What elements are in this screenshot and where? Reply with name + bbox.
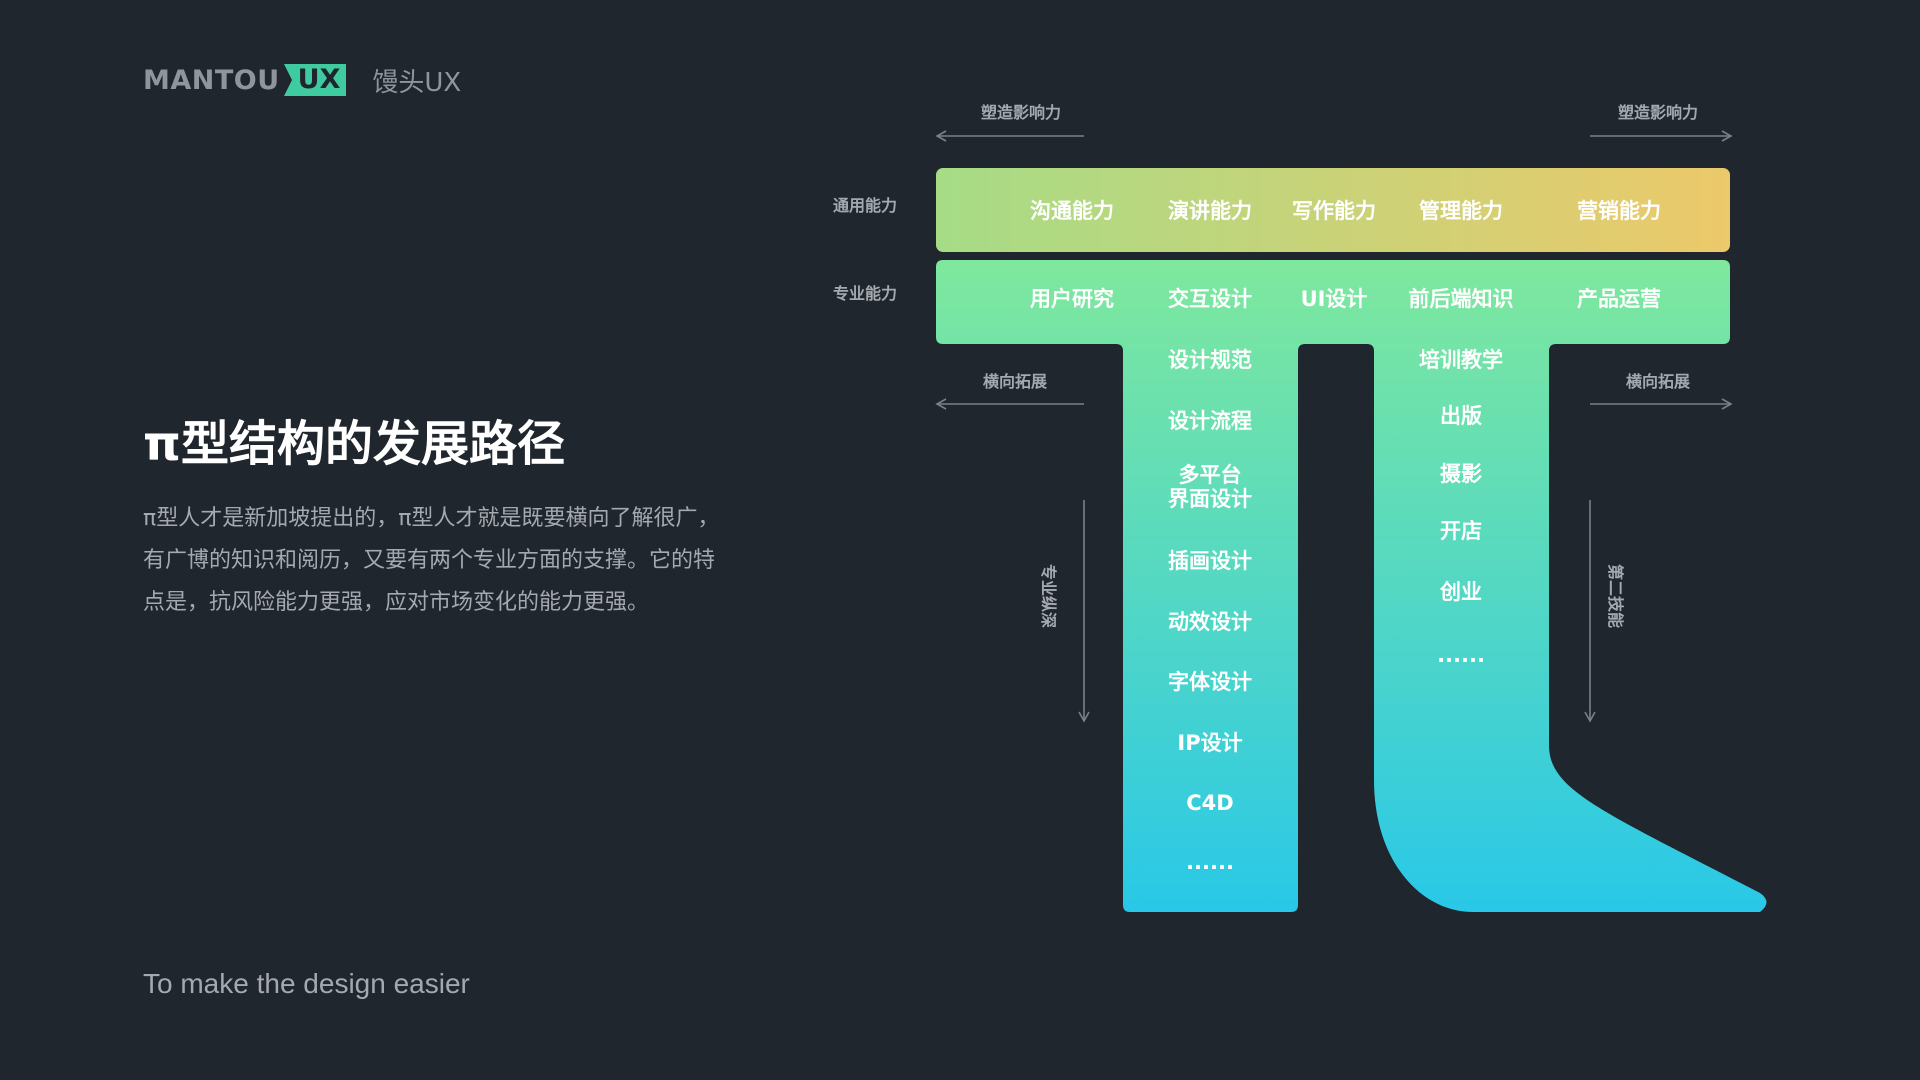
footer-slogan: To make the design easier	[143, 968, 470, 999]
pi-body-shape	[936, 260, 1767, 912]
professional-skill: 前后端知识	[1409, 287, 1514, 311]
brand-cn-name: 馒头UX	[372, 67, 462, 98]
left-leg-item: 多平台界面设计	[1168, 463, 1252, 511]
professional-skill: 产品运营	[1577, 287, 1661, 311]
brand-name: MANTOU	[143, 64, 280, 96]
right-leg-items: 培训教学出版摄影开店创业......	[1419, 348, 1503, 667]
row-label-general: 通用能力	[833, 196, 897, 215]
general-skills-bar	[936, 168, 1730, 252]
left-leg-item: 设计规范	[1168, 348, 1252, 372]
caption-mid-right: 横向拓展	[1626, 372, 1691, 391]
right-leg-item: 出版	[1440, 404, 1482, 428]
right-leg-item: 摄影	[1440, 462, 1482, 486]
left-leg-item: 设计流程	[1168, 409, 1252, 433]
page-description: π型人才是新加坡提出的，π型人才就是既要横向了解很广，有广博的知识和阅历，又要有…	[143, 506, 720, 615]
row-label-professional: 专业能力	[833, 284, 897, 303]
general-skill: 沟通能力	[1030, 199, 1114, 223]
professional-skill: 交互设计	[1168, 287, 1252, 311]
caption-top-left: 塑造影响力	[981, 103, 1061, 122]
caption-mid-left: 横向拓展	[983, 372, 1048, 391]
general-skill: 管理能力	[1419, 199, 1503, 223]
brand-badge: UX	[283, 64, 347, 96]
left-leg-item: 动效设计	[1168, 610, 1252, 634]
left-leg-item: IP设计	[1177, 731, 1242, 755]
general-skill: 营销能力	[1577, 199, 1661, 223]
left-leg-item: 插画设计	[1168, 549, 1252, 573]
right-leg-item: 开店	[1440, 519, 1482, 543]
right-leg-item: 培训教学	[1419, 348, 1503, 372]
caption-left-vertical: 专业纵深	[1039, 564, 1058, 628]
general-skills-row: 沟通能力 演讲能力 写作能力 管理能力 营销能力	[1030, 199, 1661, 223]
brand-logo: MANTOU UX 馒头UX	[143, 62, 461, 98]
professional-skill: UI设计	[1301, 287, 1368, 311]
left-leg-item: 字体设计	[1168, 670, 1252, 694]
general-skill: 写作能力	[1292, 199, 1376, 223]
general-skill: 演讲能力	[1168, 199, 1252, 223]
caption-right-vertical: 第二技能	[1606, 564, 1625, 628]
left-leg-item: C4D	[1186, 791, 1233, 815]
professional-skills-row: 用户研究 交互设计 UI设计 前后端知识 产品运营	[1030, 287, 1661, 311]
left-leg-item: ......	[1186, 850, 1234, 874]
right-leg-item: 创业	[1439, 580, 1482, 604]
page-title: π型结构的发展路径	[143, 416, 565, 472]
right-leg-item: ......	[1437, 643, 1485, 667]
professional-skill: 用户研究	[1030, 287, 1114, 311]
caption-top-right: 塑造影响力	[1618, 103, 1698, 122]
